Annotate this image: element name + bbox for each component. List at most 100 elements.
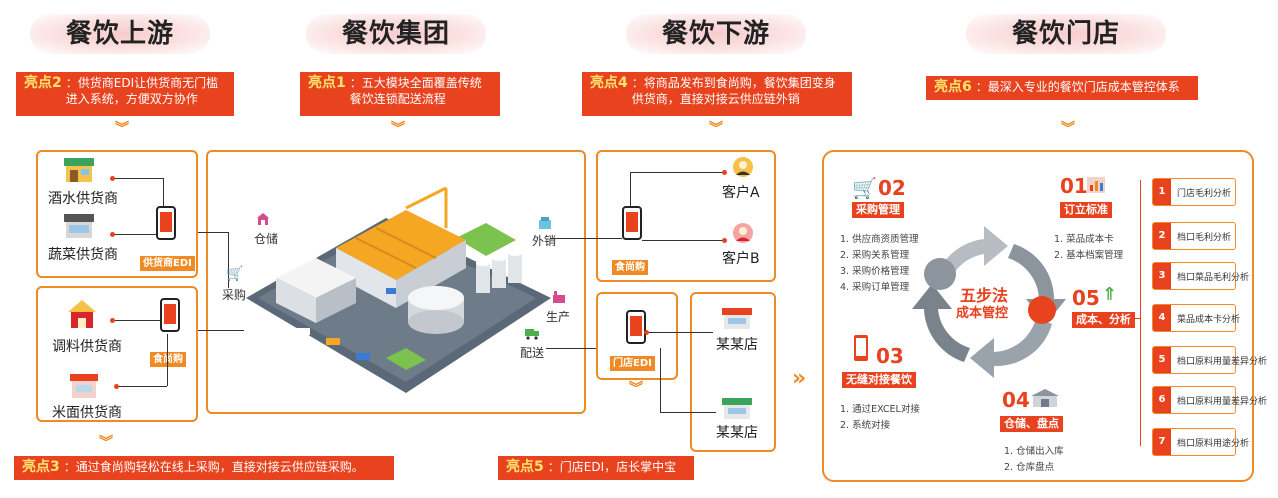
deliver-icon [525, 329, 539, 340]
list-item: 1. 通过EXCEL对接 [840, 404, 920, 415]
list-item: 2. 仓库盘点 [1004, 462, 1055, 473]
highlight-text: ：五大模块全面覆盖传统餐饮连锁配送流程 [349, 76, 482, 106]
step-03-list: 1. 通过EXCEL对接 2. 系统对接 [840, 402, 920, 434]
warehouse-icon [1031, 389, 1059, 407]
connector-line [198, 330, 244, 331]
connector-line [1140, 180, 1141, 446]
analysis-label: 档口原料用量差异分析 [1177, 357, 1268, 367]
connector-line [163, 178, 164, 206]
analysis-number: 3 [1153, 263, 1171, 289]
wine-supplier-label: 酒水供货商 [48, 191, 118, 207]
section-title-store: 餐饮门店 [966, 14, 1166, 54]
step-05-label: 成本、分析 [1072, 312, 1135, 328]
highlight-1: 亮点1 ：五大模块全面覆盖传统餐饮连锁配送流程 [300, 72, 500, 116]
connector-line [630, 172, 631, 206]
spice-shop-icon [68, 300, 96, 328]
highlight-tag: 亮点2 [24, 75, 62, 91]
analysis-label: 档口毛利分析 [1177, 233, 1232, 243]
connector-line [586, 238, 622, 239]
step-05-number: 05 [1072, 286, 1100, 310]
highlight-tag: 亮点3 [22, 459, 60, 475]
list-item: 3. 采购价格管理 [840, 266, 910, 277]
analysis-label: 档口原料用途分析 [1177, 439, 1250, 449]
connector-line [115, 320, 160, 321]
cycle-center-title: 五步法 [960, 286, 1009, 305]
warehouse-label: 仓储 [254, 232, 279, 246]
spice-supplier-label: 调料供货商 [52, 339, 122, 355]
list-item: 1. 菜品成本卡 [1054, 234, 1114, 245]
analysis-number: 5 [1153, 347, 1171, 373]
connector-line [115, 234, 156, 235]
highlight-6: 亮点6 ：最深入专业的餐饮门店成本管控体系 [926, 76, 1198, 100]
highlight-text: ：通过食尚购轻松在线上采购，直接对接云供应链采购。 [63, 460, 364, 474]
analysis-number: 6 [1153, 387, 1171, 413]
store-icon [722, 398, 752, 419]
connector-dot [114, 384, 119, 389]
deliver-label: 配送 [520, 346, 545, 360]
connector-dot [110, 176, 115, 181]
step-01-number: 01 [1060, 174, 1088, 198]
chevron-down-icon: ︾ [1061, 121, 1075, 137]
ssg-tag: 食尚购 [150, 352, 186, 367]
store-2-label: 某某店 [716, 425, 758, 441]
warehouse-icon [257, 213, 269, 225]
connector-dot [110, 318, 115, 323]
connector-line [119, 386, 167, 387]
connector-line [167, 334, 168, 386]
step-02-label: 采购管理 [852, 202, 904, 218]
chevron-down-icon: ︾ [391, 121, 405, 137]
highlight-5: 亮点5 ：门店EDI，店长掌中宝 [498, 456, 694, 480]
chart-icon [1087, 177, 1105, 193]
arrow-up-icon: ⇑ [1102, 284, 1118, 305]
connector-line [115, 178, 163, 179]
highlight-tag: 亮点6 [934, 79, 972, 95]
customer-a-label: 客户A [722, 185, 760, 201]
analysis-label: 菜品成本卡分析 [1177, 315, 1241, 325]
step-03-label: 无缝对接餐饮 [842, 372, 916, 388]
cart-icon: 🛒 [226, 266, 244, 282]
step-04-label: 仓储、盘点 [1000, 416, 1063, 432]
step-03-number: 03 [876, 344, 904, 368]
section-title-downstream: 餐饮下游 [626, 14, 806, 54]
connector-dot [644, 330, 649, 335]
phone-icon [156, 206, 176, 240]
connector-line [1130, 318, 1140, 319]
veg-supplier-label: 蔬菜供货商 [48, 247, 118, 263]
section-title-upstream: 餐饮上游 [30, 14, 210, 54]
connector-line [198, 232, 228, 233]
step-02-number: 02 [878, 176, 906, 200]
highlight-tag: 亮点1 [308, 75, 346, 91]
analysis-label: 门店毛利分析 [1177, 189, 1232, 199]
highlight-text: ：最深入专业的餐饮门店成本管控体系 [975, 80, 1180, 94]
connector-line [550, 238, 586, 239]
connector-dot [722, 170, 727, 175]
step-01-label: 订立标准 [1060, 202, 1112, 218]
analysis-label: 档口原料用量差异分析 [1177, 397, 1268, 407]
list-item: 2. 基本档案管理 [1054, 250, 1124, 261]
connector-line [660, 412, 716, 413]
cart-icon: 🛒 [852, 176, 877, 200]
list-item: 2. 采购关系管理 [840, 250, 910, 261]
list-item: 1. 仓储出入库 [1004, 446, 1064, 457]
highlight-text: ：供货商EDI让供货商无门槛进入系统，方便双方协作 [65, 76, 219, 106]
cycle-center-subtitle: 成本管控 [956, 306, 1009, 321]
flour-supplier-label: 米面供货商 [52, 405, 122, 421]
chevron-right-icon: » [792, 366, 807, 391]
step-04-list: 1. 仓储出入库 2. 仓库盘点 [1004, 444, 1064, 476]
connector-dot [722, 238, 727, 243]
customer-b-label: 客户B [722, 251, 760, 267]
chevron-down-icon: ︾ [629, 381, 643, 397]
produce-label: 生产 [546, 310, 571, 324]
ssg-tag: 食尚购 [612, 260, 648, 275]
highlight-tag: 亮点4 [590, 75, 628, 91]
list-item: 4. 采购订单管理 [840, 282, 910, 293]
connector-line [649, 332, 713, 333]
veg-shop-icon [64, 214, 94, 238]
connector-line [228, 232, 229, 288]
connector-dot [110, 232, 115, 237]
supplier-edi-tag: 供货商EDI [140, 256, 195, 271]
